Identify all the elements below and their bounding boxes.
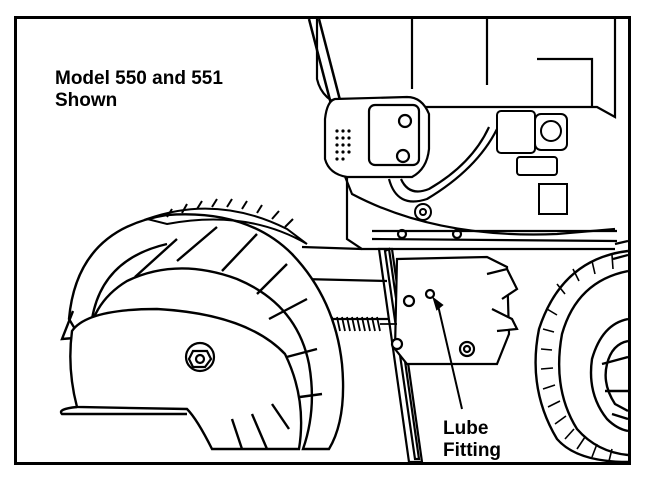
gearbox xyxy=(390,255,519,366)
handle-tube-right xyxy=(317,19,343,105)
module-vents xyxy=(335,129,351,161)
figure-frame: Model 550 and 551 Shown Lube Fitting xyxy=(14,16,631,465)
spark-plug xyxy=(496,110,568,176)
edger-blade xyxy=(59,307,303,451)
rear-wheel-tread xyxy=(540,254,614,462)
lube-fitting-label: Lube Fitting xyxy=(443,418,502,461)
engine-base xyxy=(345,169,615,251)
rear-wheel xyxy=(534,249,628,462)
ignition-module xyxy=(323,95,431,179)
lube-fitting-leader xyxy=(432,296,463,410)
fuel-line xyxy=(387,126,498,203)
handle-tube-left xyxy=(307,19,333,105)
module-plate xyxy=(367,103,421,167)
engine-lower-cover xyxy=(340,168,616,236)
blade-hub xyxy=(184,341,216,373)
right-bracket xyxy=(538,183,568,215)
engine-shroud xyxy=(410,19,594,107)
guard-tread xyxy=(143,198,308,245)
model-label: Model 550 and 551 Shown xyxy=(55,68,223,111)
engine-bolt xyxy=(414,203,432,221)
edger-illustration xyxy=(59,19,628,462)
handle xyxy=(307,19,343,105)
blade-guard xyxy=(60,213,345,451)
front-wheel xyxy=(612,239,628,261)
control-rod xyxy=(371,228,618,243)
